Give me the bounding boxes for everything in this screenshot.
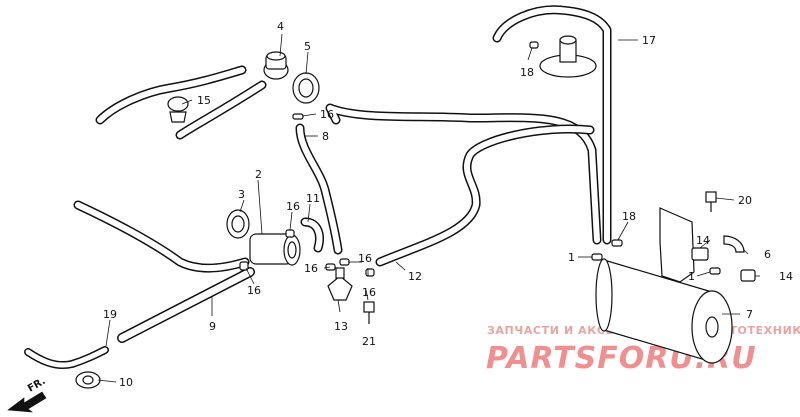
leader-lines <box>97 33 760 383</box>
bolt-20 <box>705 191 717 212</box>
front-label: FR. <box>26 376 48 395</box>
callout-21: 21 <box>362 335 376 348</box>
callout-14-b: 14 <box>779 270 793 283</box>
components <box>75 35 756 389</box>
clamp-7 <box>292 72 320 104</box>
clip-18b <box>611 239 623 247</box>
regulator-2 <box>249 233 301 266</box>
clip-1a <box>591 253 603 261</box>
hose-12 <box>375 124 595 267</box>
hose-17 <box>492 5 612 245</box>
bracket <box>659 207 695 283</box>
callout-9: 9 <box>209 320 216 333</box>
callout-2: 2 <box>255 168 262 181</box>
callout-1-b: 1 <box>688 270 695 283</box>
callout-14-a: 14 <box>696 234 710 247</box>
hoses <box>24 5 612 369</box>
front-arrow-icon <box>7 391 47 413</box>
callout-17: 17 <box>642 34 656 47</box>
callout-10: 10 <box>119 376 133 389</box>
callout-15: 15 <box>197 94 211 107</box>
separator-5 <box>595 258 733 364</box>
callout-5: 7 <box>746 308 753 321</box>
callout-18-a: 18 <box>520 66 534 79</box>
callout-11: 11 <box>306 192 320 205</box>
callout-4: 6 <box>764 248 771 261</box>
clip-16-b <box>285 229 295 238</box>
bolt-21 <box>363 301 375 324</box>
valve-6 <box>263 51 289 80</box>
front-marker: FR. <box>7 376 48 413</box>
callout-16-f: 16 <box>362 286 376 299</box>
callout-7: 5 <box>304 40 311 53</box>
callout-13: 13 <box>334 320 348 333</box>
callout-16-b: 16 <box>286 200 300 213</box>
callout-19: 19 <box>103 308 117 321</box>
clip-14b <box>740 269 756 282</box>
fitting-13 <box>327 267 353 301</box>
canister-top <box>539 35 597 78</box>
callout-12: 12 <box>408 270 422 283</box>
callout-16-d: 16 <box>304 262 318 275</box>
clamp-15 <box>167 96 189 123</box>
callout-1-a: 1 <box>568 251 575 264</box>
clip-16-a <box>292 113 304 120</box>
callout-6: 4 <box>277 20 284 33</box>
clip-16-d <box>325 263 336 271</box>
clamp-10 <box>75 371 101 389</box>
clamp-3 <box>226 209 250 239</box>
callout-20: 20 <box>738 194 752 207</box>
elbow-4 <box>723 235 745 253</box>
clip-16-f <box>365 268 375 277</box>
callouts: 4 5 15 16 8 2 3 16 11 16 16 16 16 13 21 … <box>103 20 793 389</box>
clip-18a <box>529 41 539 49</box>
callout-3: 3 <box>238 188 245 201</box>
callout-8: 8 <box>322 130 329 143</box>
clip-16-e <box>339 258 350 266</box>
callout-16-a: 16 <box>320 108 334 121</box>
callout-16-c: 16 <box>247 284 261 297</box>
clip-14a <box>691 247 709 261</box>
callout-18-b: 18 <box>622 210 636 223</box>
callout-16-e: 16 <box>358 252 372 265</box>
clip-1b <box>709 267 721 275</box>
